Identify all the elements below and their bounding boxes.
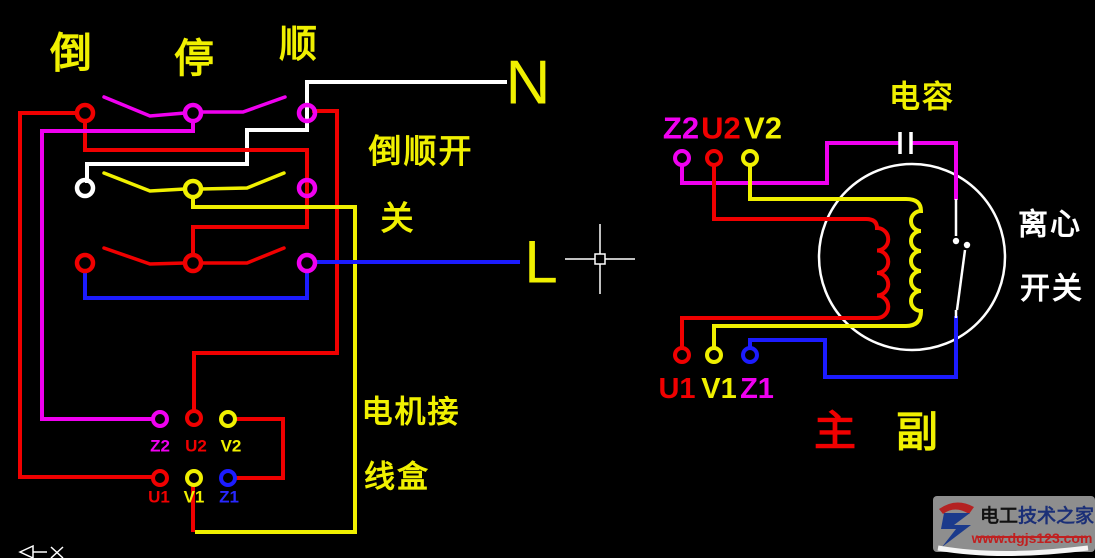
- wire-magenta-capacitor-right: [912, 141, 958, 200]
- label-motor-u2: U2: [701, 111, 741, 146]
- contact-row1-right: [296, 102, 318, 124]
- wire-red-u1: [18, 111, 154, 479]
- wire-aux-winding: [712, 164, 924, 350]
- label-terminal-v1-left: V1: [184, 488, 205, 507]
- label-centrifugal-line2: 开关: [1020, 273, 1084, 306]
- contact-row3-right: [296, 252, 318, 274]
- terminal-v1-right: [705, 346, 723, 364]
- terminal-v1-left: [185, 469, 203, 487]
- terminal-u1-right: [673, 346, 691, 364]
- contact-row2-mid: [182, 178, 204, 200]
- wire-main-winding: [680, 164, 891, 350]
- wire-red-u2: [192, 109, 339, 413]
- label-terminal-u2-left: U2: [185, 437, 207, 456]
- label-motor-z2: Z2: [663, 111, 699, 146]
- wire-yellow-v1: [191, 195, 357, 534]
- terminal-u2-right: [705, 149, 723, 167]
- label-position-reverse: 倒: [49, 30, 94, 77]
- blade-row3-left: [102, 246, 187, 266]
- watermark: 电工技术之家 www.dgjs123.com: [933, 496, 1095, 556]
- wire-blue-loop: [83, 269, 309, 300]
- watermark-site-name: 电工技术之家: [980, 504, 1095, 527]
- watermark-white-swoosh: [937, 545, 1089, 556]
- label-main-winding: 主: [814, 408, 858, 455]
- contact-row2-right: [296, 177, 318, 199]
- label-position-forward: 顺: [279, 24, 319, 66]
- contact-row3-left: [74, 252, 96, 274]
- label-capacitor: 电容: [889, 80, 955, 115]
- watermark-site-url: www.dgjs123.com: [971, 530, 1093, 546]
- motor-body-circle: [817, 162, 1007, 352]
- label-terminal-z2-left: Z2: [150, 437, 170, 456]
- capacitor-symbol: [898, 132, 913, 154]
- label-aux-winding: 副: [896, 409, 940, 456]
- label-terminal-u1-left: U1: [148, 488, 170, 507]
- label-centrifugal-line1: 离心: [1018, 209, 1082, 242]
- terminal-z2-left: [151, 410, 169, 428]
- ucs-icon: [18, 544, 64, 558]
- wire-magenta-capacitor-left: [680, 141, 899, 185]
- wire-neutral: [85, 80, 507, 183]
- contact-row1-left: [74, 102, 96, 124]
- label-motor-v2: V2: [744, 111, 782, 146]
- label-junction-box-line1: 电机接: [362, 395, 461, 430]
- terminal-u2-left: [185, 409, 203, 427]
- blade-row1-right: [199, 95, 287, 114]
- terminal-z1-right: [741, 346, 759, 364]
- label-position-stop: 停: [174, 37, 216, 81]
- crosshair-cursor: [565, 224, 635, 294]
- terminal-z2-right: [673, 149, 691, 167]
- contact-row1-mid: [182, 102, 204, 124]
- terminal-z1-left: [219, 469, 237, 487]
- blade-row1-left: [102, 95, 187, 118]
- blade-row3-right: [199, 246, 286, 265]
- terminal-v2-left: [219, 410, 237, 428]
- blade-row2-left: [102, 171, 187, 193]
- terminal-u1-left: [151, 469, 169, 487]
- label-motor-u1: U1: [658, 373, 695, 405]
- wire-red-crosslink: [83, 119, 309, 257]
- label-junction-box-line2: 线盒: [364, 460, 430, 495]
- contact-row3-mid: [182, 252, 204, 274]
- terminal-v2-right: [741, 149, 759, 167]
- label-motor-v1: V1: [701, 373, 736, 405]
- label-motor-z1: Z1: [740, 373, 774, 405]
- label-terminal-z1-left: Z1: [219, 488, 239, 507]
- blade-row2-right: [199, 171, 286, 191]
- centrifugal-switch-symbol: [952, 199, 971, 318]
- wire-blue-centrifugal: [748, 316, 958, 379]
- label-live-l: L: [524, 229, 557, 296]
- watermark-logo-red-swoosh: [939, 502, 974, 514]
- label-switch-name-line1: 倒顺开: [368, 133, 474, 170]
- contact-row2-left: [74, 177, 96, 199]
- label-terminal-v2-left: V2: [221, 437, 242, 456]
- label-neutral-n: N: [506, 49, 551, 118]
- wire-magenta-z2: [40, 119, 195, 421]
- watermark-logo-glyph: [941, 513, 971, 547]
- wire-red-strap-v2-z1: [233, 417, 285, 480]
- label-switch-name-line2: 关: [381, 200, 416, 237]
